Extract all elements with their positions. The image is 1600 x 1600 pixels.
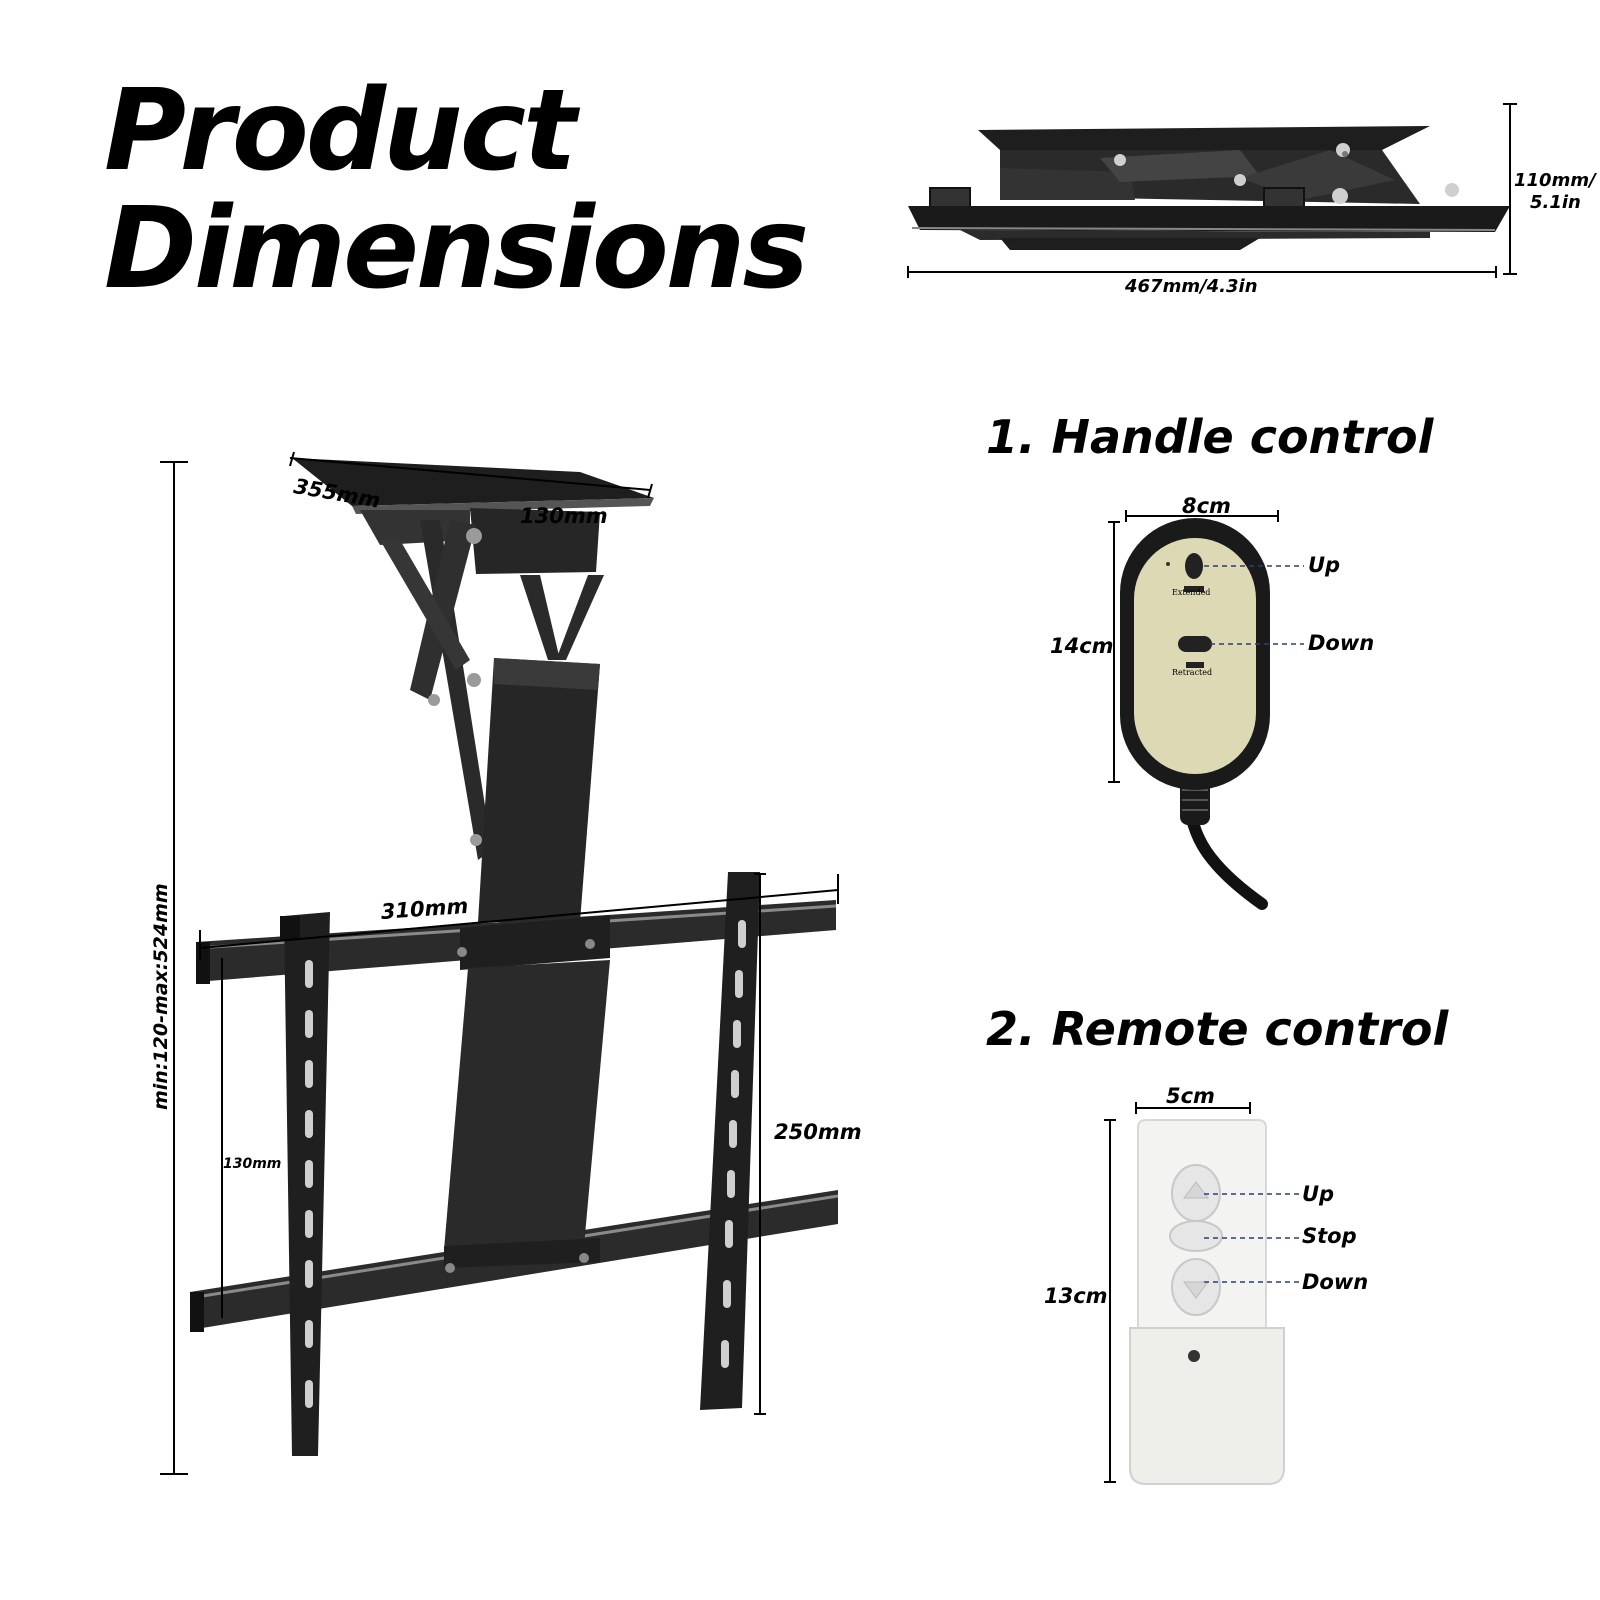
remote-down-label: Down	[1302, 1270, 1369, 1294]
remote-dimension-lines	[1104, 1102, 1251, 1483]
handle-button-down-text: Retracted	[1172, 668, 1213, 677]
folded-height-label: 110mm/ 5.1in	[1514, 170, 1596, 213]
remote-callout-lines	[1204, 1193, 1300, 1283]
page-title: Product Dimensions	[104, 66, 809, 314]
handle-width-label: 8cm	[1182, 494, 1231, 518]
mount-dimension-lines	[160, 451, 839, 1475]
tv-mount-illustration	[189, 458, 839, 1456]
handle-button-up-text: Extended	[1172, 588, 1211, 597]
plate-width-label: 130mm	[520, 504, 608, 528]
handle-up-label: Up	[1308, 553, 1341, 577]
height-range-label: min:120-max:524mm	[150, 883, 172, 1110]
remote-up-label: Up	[1302, 1182, 1335, 1206]
remote-height-label: 13cm	[1044, 1284, 1108, 1308]
title-line-2: Dimensions	[104, 184, 809, 314]
remote-control-heading: 2. Remote control	[986, 1002, 1449, 1056]
handle-dimension-lines	[1108, 510, 1279, 783]
remote-control-illustration	[1129, 1119, 1285, 1485]
rail-spacing-label: 130mm	[223, 1156, 282, 1172]
handle-control-illustration	[1120, 518, 1270, 910]
handle-down-label: Down	[1308, 631, 1375, 655]
handle-control-heading: 1. Handle control	[986, 410, 1434, 464]
handle-callout-lines	[1204, 565, 1304, 645]
title-line-1: Product	[104, 66, 577, 196]
folded-width-label: 467mm/4.3in	[1125, 276, 1258, 297]
remote-width-label: 5cm	[1166, 1084, 1215, 1108]
handle-height-label: 14cm	[1050, 634, 1114, 658]
bracket-length-label: 250mm	[774, 1120, 862, 1144]
remote-stop-label: Stop	[1302, 1224, 1357, 1248]
folded-dimension-lines	[907, 103, 1517, 278]
folded-mount-illustration	[908, 126, 1510, 250]
